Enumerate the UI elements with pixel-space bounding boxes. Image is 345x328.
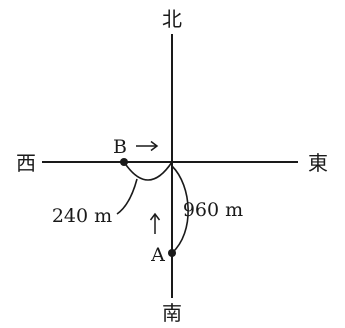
- north-label: 北: [162, 7, 182, 31]
- east-arrow: [136, 140, 159, 152]
- distance-arc-b: [123, 161, 173, 181]
- leader-line-b: [116, 178, 138, 215]
- distance-label-b: 240 m: [52, 205, 112, 227]
- north-arrow: [149, 212, 161, 234]
- west-label: 西: [16, 151, 36, 175]
- point-a-label: A: [150, 244, 165, 266]
- point-b-label: B: [113, 136, 127, 158]
- distance-label-a: 960 m: [183, 199, 243, 221]
- distance-arc-a: [171, 165, 189, 254]
- east-label: 東: [308, 151, 328, 175]
- south-label: 南: [162, 301, 182, 325]
